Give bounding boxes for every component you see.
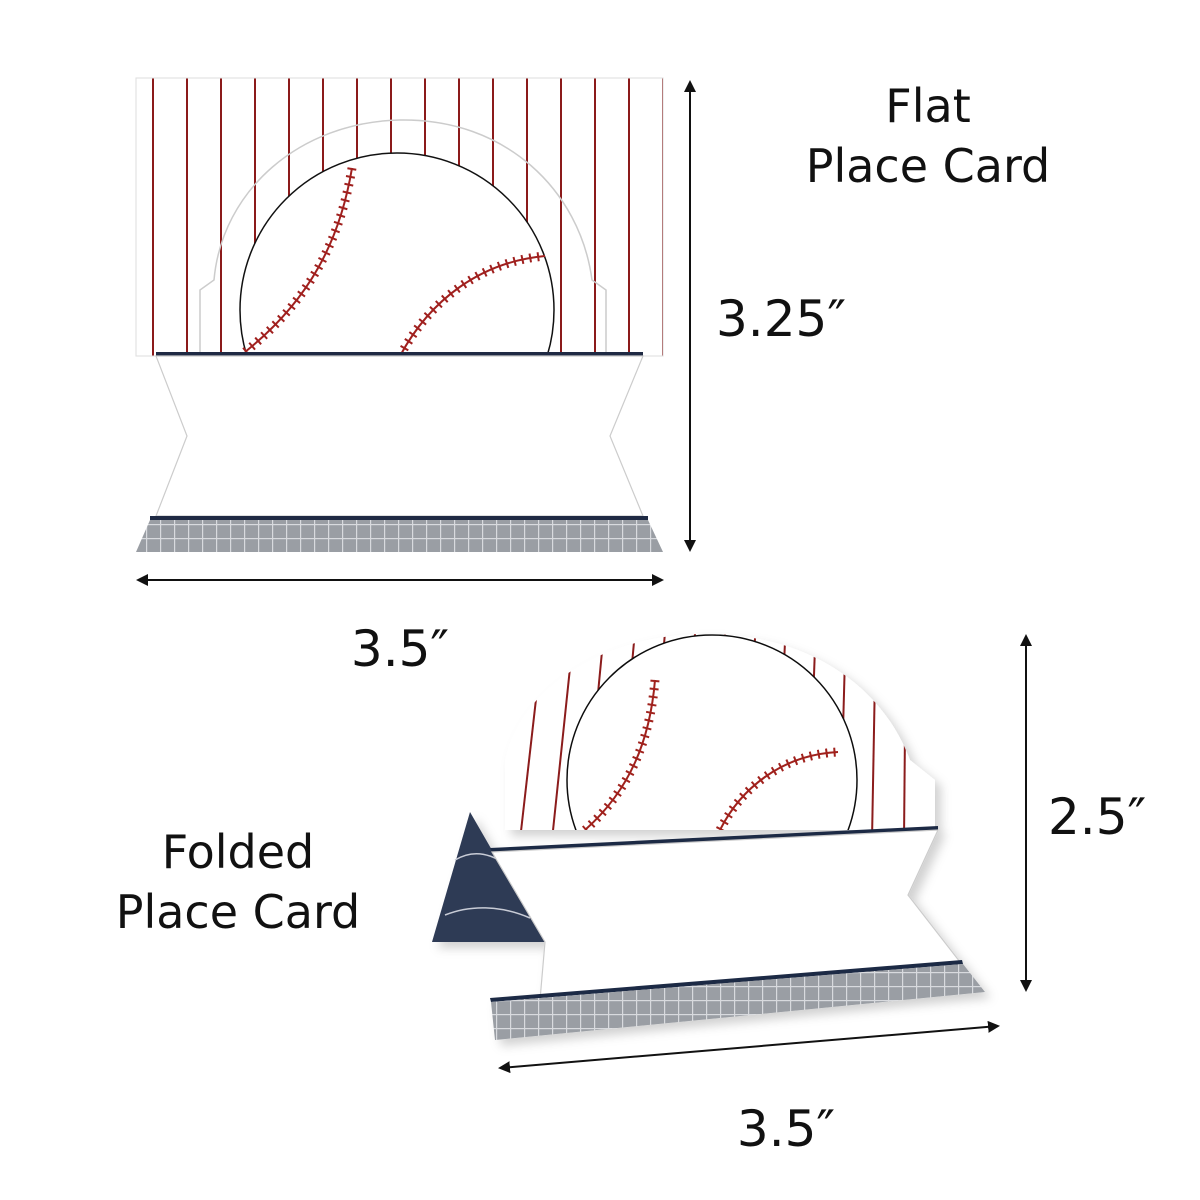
- folded-width-label: 3.5″: [737, 1100, 835, 1158]
- folded-width-arrow: [498, 1020, 1000, 1074]
- folded-card-navy-line-bottom: [490, 960, 963, 1002]
- flat-card-title-line2: Place Card: [806, 139, 1051, 193]
- flat-place-card: [135, 77, 664, 552]
- folded-place-card: [432, 633, 985, 1040]
- folded-card-title-line2: Place Card: [116, 885, 361, 939]
- folded-card-title-line1: Folded: [162, 825, 314, 879]
- flat-width-label: 3.5″: [351, 620, 449, 678]
- flat-card-name-panel: [155, 355, 644, 517]
- folded-card-baseball: [566, 634, 858, 830]
- flat-card-arch-outline: [199, 119, 607, 356]
- flat-card-navy-line-top: [156, 352, 643, 356]
- flat-card-plaid-strip: [136, 520, 663, 552]
- flat-card-baseball: [239, 152, 555, 356]
- flat-card-navy-line-bottom: [150, 516, 648, 520]
- folded-card-side-flap: [432, 812, 545, 942]
- folded-height-label: 2.5″: [1048, 788, 1146, 846]
- folded-card-navy-line-top: [490, 826, 938, 852]
- flat-card-title-line1: Flat: [885, 79, 970, 133]
- flat-height-label: 3.25″: [716, 290, 846, 348]
